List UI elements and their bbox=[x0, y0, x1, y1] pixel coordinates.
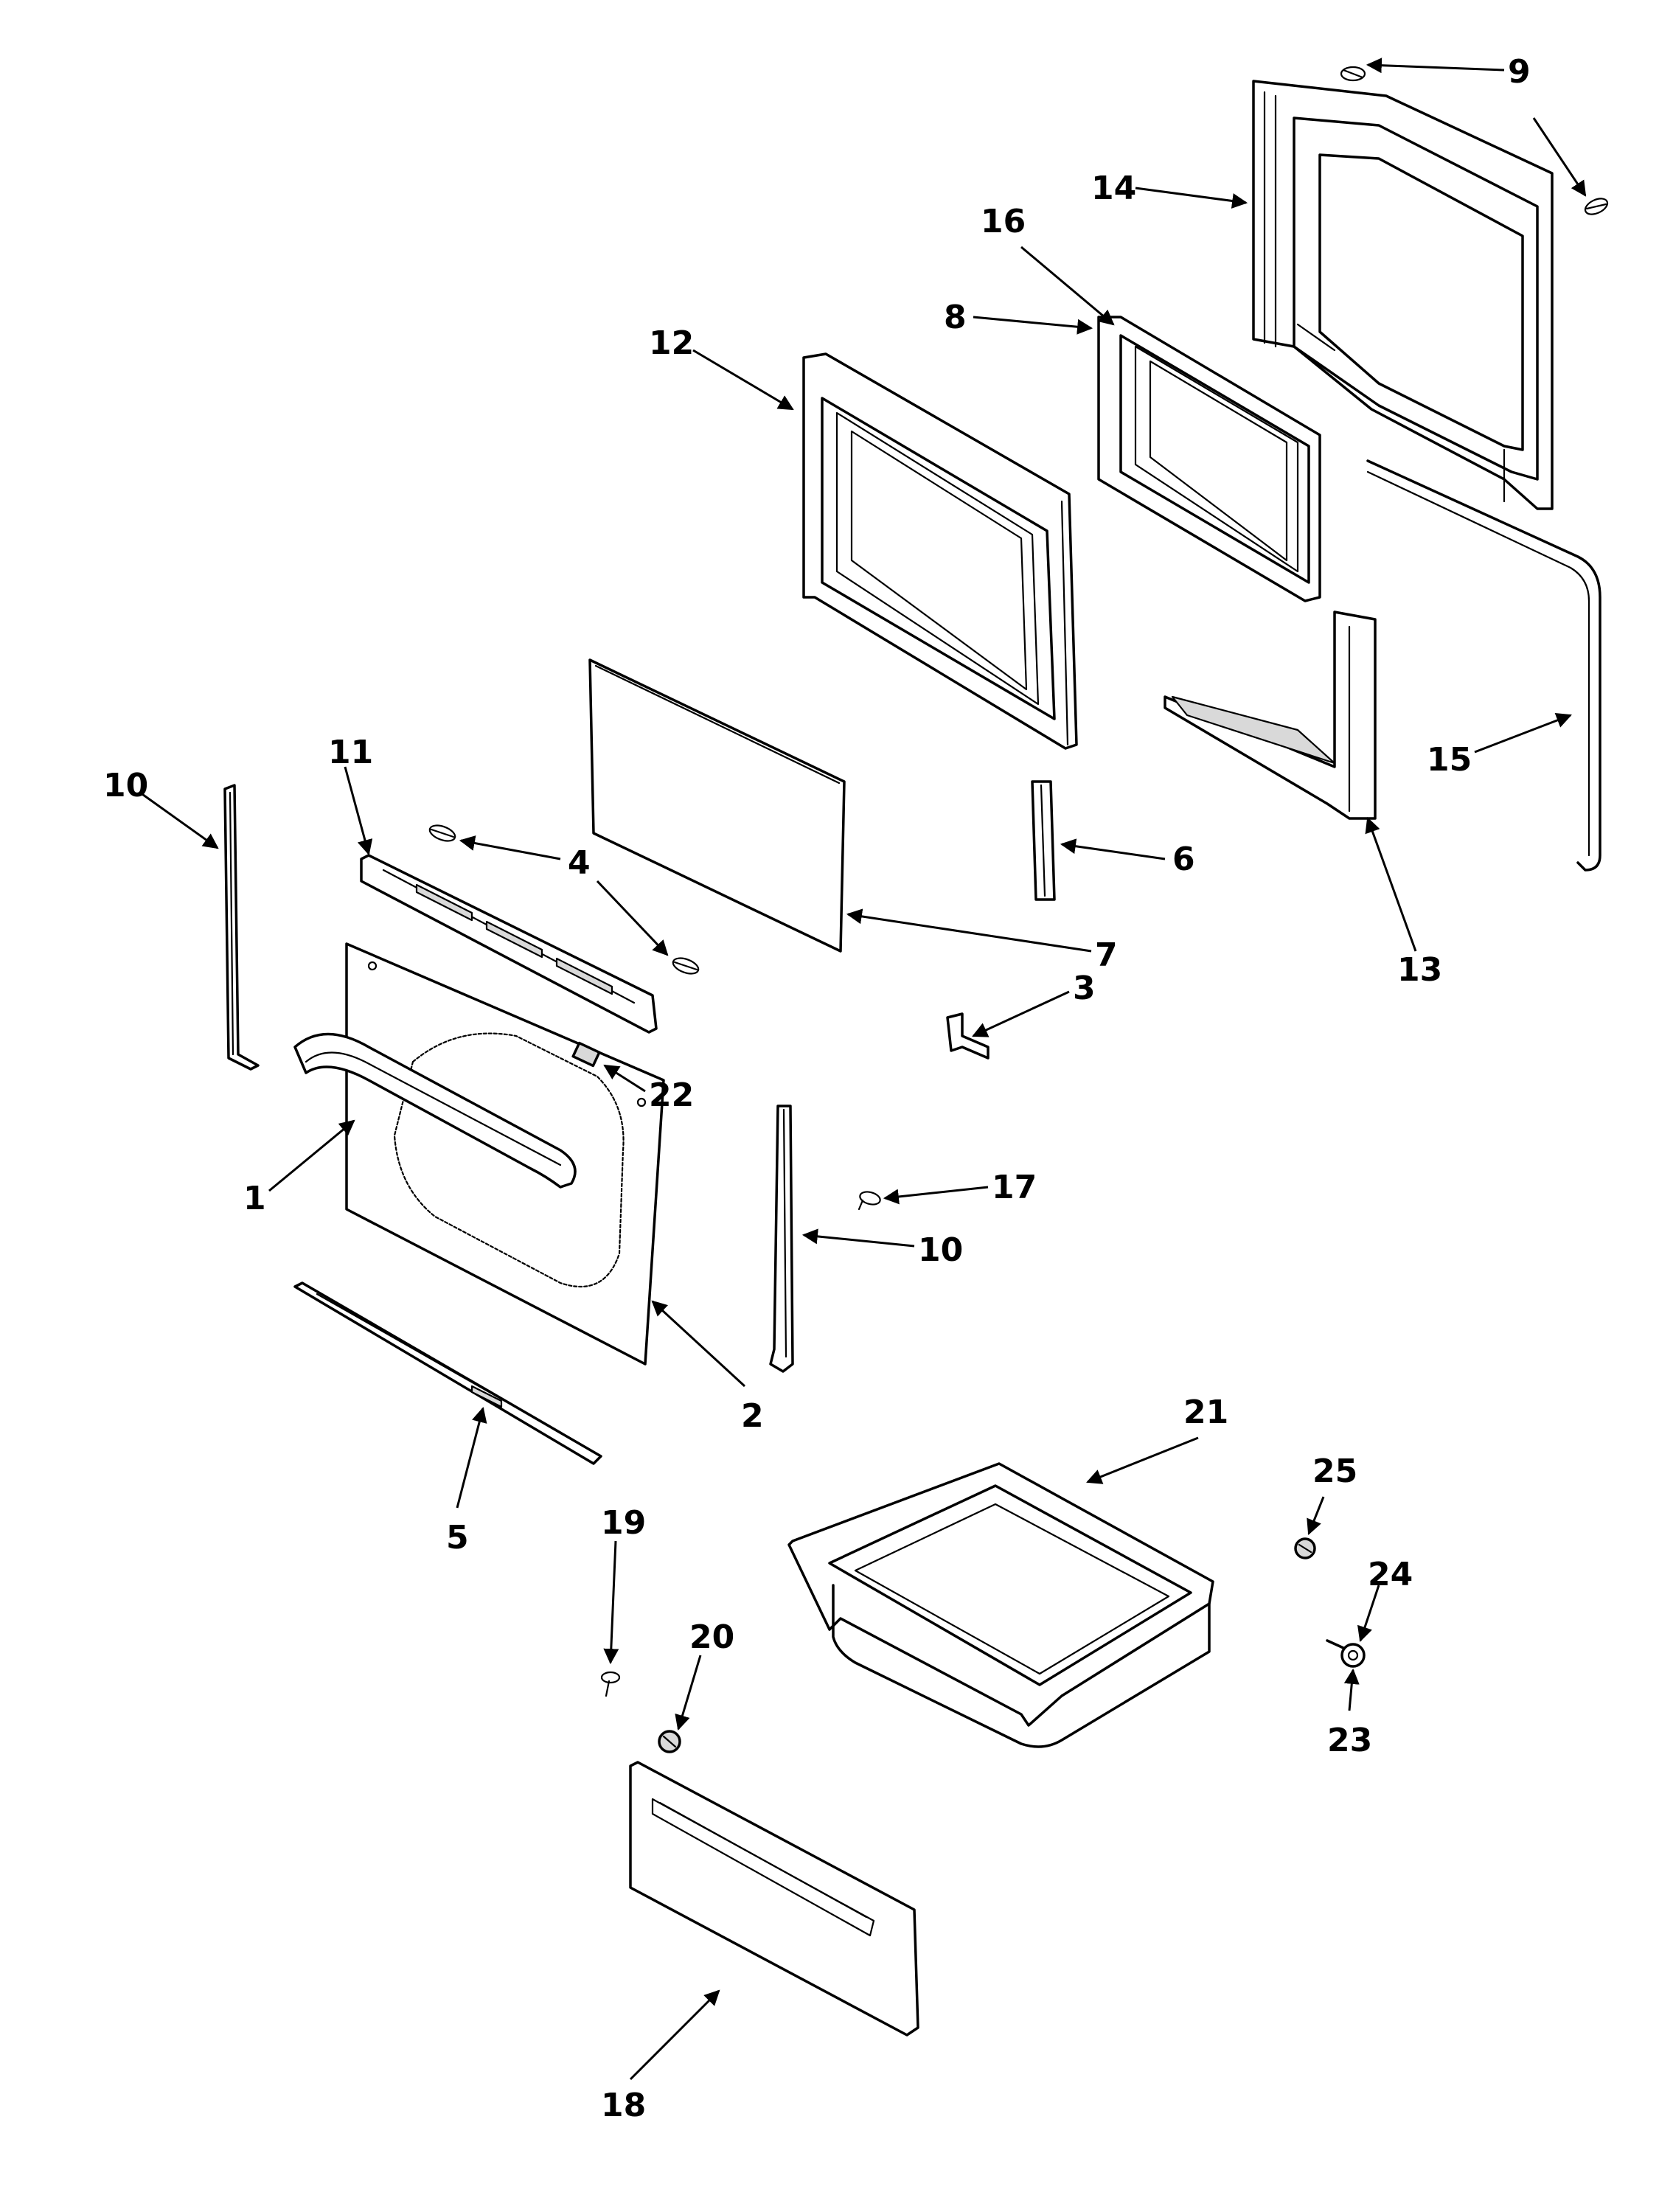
callout-12: 12 bbox=[649, 324, 694, 362]
callout-1: 1 bbox=[243, 1180, 266, 1217]
outer-door-frame-part bbox=[1252, 80, 1554, 510]
callout-21: 21 bbox=[1183, 1394, 1228, 1431]
callout-20: 20 bbox=[689, 1618, 734, 1656]
inner-door-panel-part bbox=[802, 352, 1078, 750]
drawer-clip-part bbox=[658, 1730, 681, 1753]
drawer-screw-part bbox=[600, 1671, 621, 1697]
side-trim-right-part bbox=[769, 1105, 794, 1373]
drawer-front-panel-part bbox=[629, 1761, 919, 2037]
storage-drawer-part bbox=[787, 1462, 1214, 1748]
spacer-nut-part bbox=[1294, 1537, 1316, 1559]
trim-screw-part bbox=[858, 1191, 881, 1211]
callout-22: 22 bbox=[649, 1077, 694, 1114]
callout-10-right: 10 bbox=[918, 1231, 963, 1269]
drawer-glide-bolt-part bbox=[1326, 1639, 1366, 1668]
door-screw-part bbox=[428, 824, 700, 975]
inner-window-assembly-part bbox=[1097, 316, 1321, 602]
callout-15: 15 bbox=[1427, 741, 1472, 779]
callout-25: 25 bbox=[1312, 1453, 1357, 1490]
screw-part bbox=[1340, 66, 1609, 215]
callout-5: 5 bbox=[446, 1519, 469, 1557]
door-gasket-part bbox=[1366, 459, 1601, 872]
callout-7: 7 bbox=[1095, 936, 1118, 974]
badge-part bbox=[571, 1041, 601, 1068]
callout-18: 18 bbox=[601, 2087, 646, 2124]
callout-17: 17 bbox=[992, 1169, 1037, 1206]
callout-14: 14 bbox=[1091, 170, 1136, 207]
glass-pane-part bbox=[588, 658, 846, 953]
trim-panel-part bbox=[1164, 611, 1377, 820]
bottom-door-trim-part bbox=[293, 1281, 602, 1465]
callout-9: 9 bbox=[1508, 53, 1531, 91]
callout-11: 11 bbox=[328, 734, 373, 771]
bracket-part bbox=[946, 1012, 990, 1060]
leader-lines bbox=[139, 58, 1587, 2081]
side-trim-left-part bbox=[223, 784, 260, 1071]
callout-8: 8 bbox=[944, 299, 967, 336]
callout-13: 13 bbox=[1397, 951, 1442, 989]
callout-23: 23 bbox=[1327, 1722, 1372, 1759]
callout-16: 16 bbox=[981, 203, 1026, 240]
door-handle-part bbox=[293, 1032, 577, 1189]
callout-24: 24 bbox=[1368, 1556, 1413, 1593]
callout-labels: 9 14 16 8 12 15 13 6 7 3 10 11 4 22 1 17… bbox=[103, 53, 1531, 2124]
callout-19: 19 bbox=[601, 1504, 646, 1542]
callout-3: 3 bbox=[1073, 970, 1096, 1007]
callout-10-left: 10 bbox=[103, 767, 148, 804]
spacer-part bbox=[1031, 780, 1056, 901]
callout-4: 4 bbox=[568, 844, 591, 882]
callout-6: 6 bbox=[1172, 841, 1195, 878]
callout-2: 2 bbox=[741, 1397, 764, 1435]
